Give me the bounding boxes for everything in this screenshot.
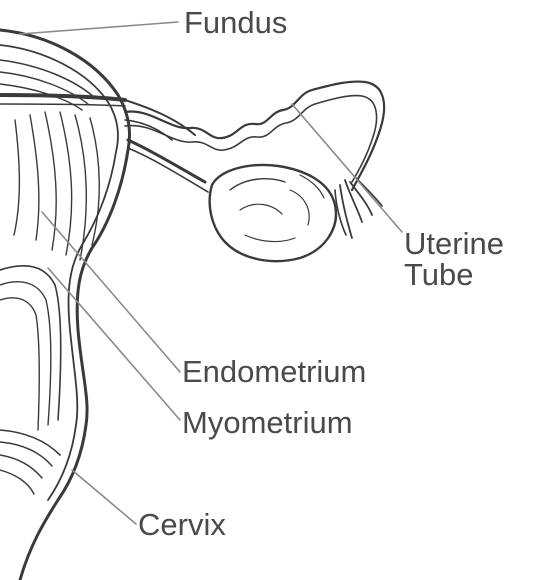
ovary-texture: [240, 204, 282, 214]
fimbriae: [350, 182, 372, 215]
label-uterine-tube-line2: Tube: [404, 259, 504, 290]
leader-cervix: [72, 470, 136, 524]
label-fundus: Fundus: [184, 7, 287, 38]
cervix-line: [0, 455, 42, 478]
endometrium-fiber: [60, 112, 72, 255]
leader-fundus: [20, 22, 178, 34]
ovary-texture: [245, 235, 295, 242]
ovarian-ligament: [128, 140, 205, 182]
endometrium-fiber: [30, 115, 39, 240]
leader-endometrium: [42, 212, 180, 372]
uterine-tube-inner: [125, 96, 377, 182]
label-uterine-tube: Uterine Tube: [404, 228, 504, 290]
label-endometrium: Endometrium: [182, 356, 366, 387]
uterine-cavity-line: [0, 298, 39, 430]
tube-base: [125, 100, 195, 135]
label-uterine-tube-line1: Uterine: [404, 228, 504, 259]
uterine-tube: [125, 82, 384, 190]
uterine-cavity-line: [0, 266, 61, 420]
uterine-cavity-line: [0, 282, 51, 425]
uterus-outer-wall: [0, 30, 130, 580]
ovary-texture: [230, 179, 285, 190]
endometrium-fiber: [45, 112, 56, 250]
leader-myometrium: [48, 268, 180, 420]
label-cervix: Cervix: [138, 509, 226, 540]
label-myometrium: Myometrium: [182, 407, 353, 438]
endometrium-fiber: [75, 115, 86, 260]
endometrium-fiber: [90, 118, 99, 245]
cervix-line: [0, 442, 52, 466]
ovarian-ligament: [128, 148, 208, 192]
cervix-line: [0, 470, 34, 494]
endometrium-fiber: [14, 120, 19, 235]
ovary-texture: [300, 175, 324, 198]
tube-base: [125, 120, 172, 140]
myometrium-fiber: [0, 72, 88, 104]
uterus-outer-wall-inner-line: [0, 45, 118, 500]
myometrium-fiber: [0, 60, 95, 98]
fundus-band: [0, 104, 125, 106]
ovary-texture: [290, 190, 309, 225]
